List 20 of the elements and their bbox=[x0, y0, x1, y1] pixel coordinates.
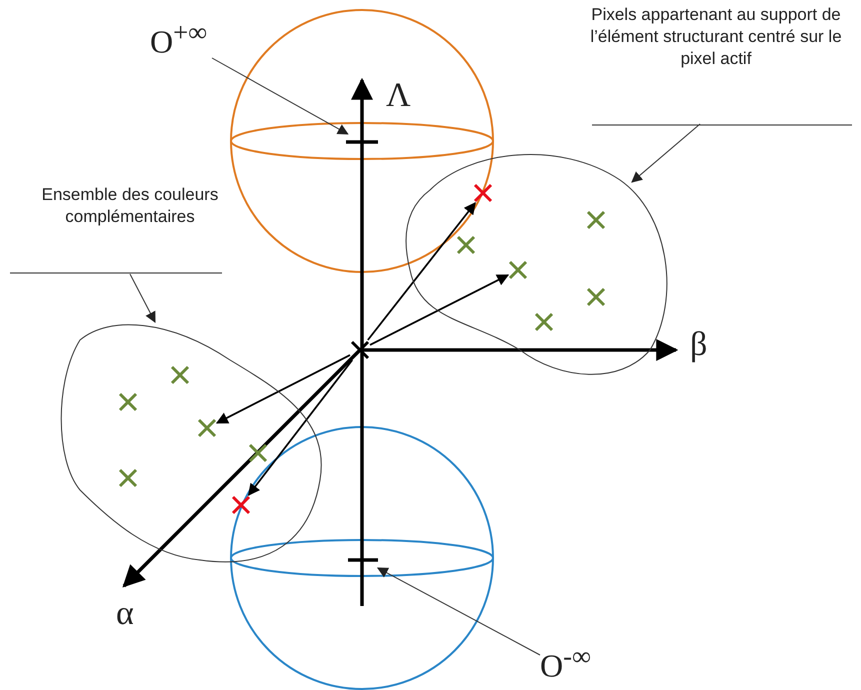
cross-marker bbox=[508, 260, 528, 280]
leader-line bbox=[130, 274, 156, 323]
leader-line bbox=[631, 124, 700, 183]
callout-text: Ensemble des couleurs complémentaires bbox=[32, 184, 228, 274]
callout-text: Pixels appartenant au support de l’élément structurant centré sur le pixel actif bbox=[582, 4, 850, 124]
axis-label: α bbox=[116, 596, 134, 632]
origin-marker bbox=[350, 340, 370, 360]
leader-line bbox=[212, 58, 349, 135]
vector-arrow bbox=[216, 354, 350, 424]
axis-label: Λ bbox=[386, 78, 411, 114]
vector-arrow bbox=[367, 202, 476, 341]
cross-marker bbox=[231, 495, 251, 515]
callout-text: O$^{+∞}$ bbox=[150, 14, 240, 58]
axis-label: β bbox=[690, 327, 708, 363]
vector-arrow bbox=[248, 359, 354, 496]
vector-arrow bbox=[370, 274, 510, 346]
cross-marker bbox=[473, 183, 493, 203]
leader-line bbox=[376, 567, 540, 656]
cross-marker bbox=[197, 418, 217, 438]
callout-text: O$^{-∞}$ bbox=[540, 638, 630, 682]
